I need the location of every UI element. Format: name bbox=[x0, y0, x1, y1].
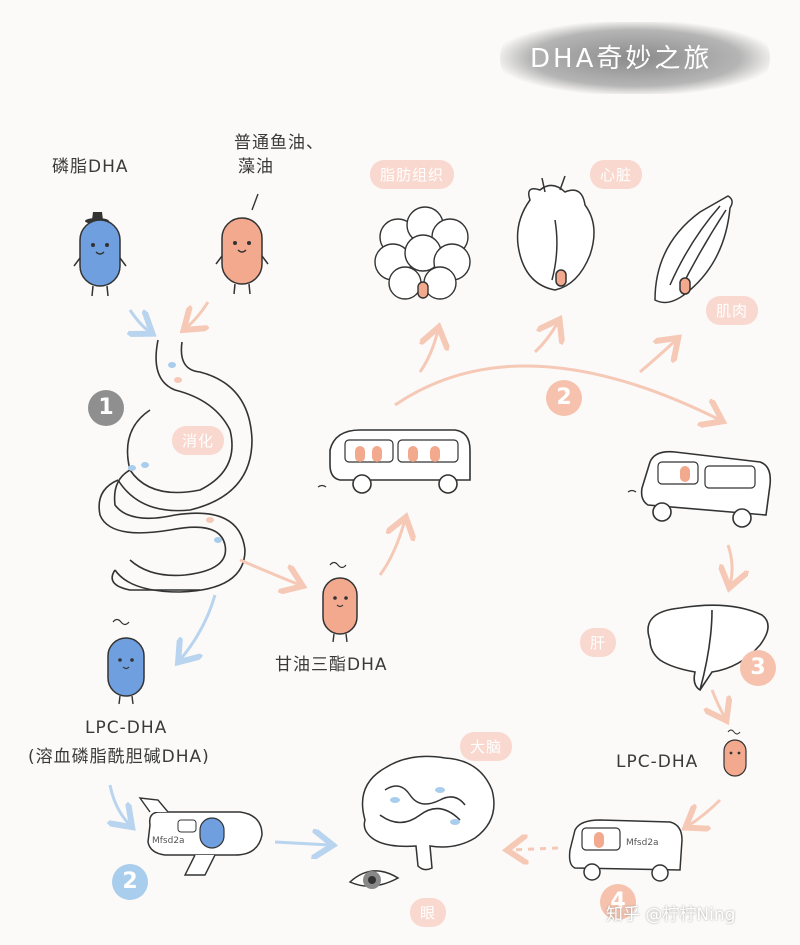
arrow-to-brain bbox=[510, 848, 559, 850]
lpc-dha-blue-character bbox=[107, 618, 145, 705]
pill-liver: 肝 bbox=[580, 628, 617, 657]
transport-bus-mfsd2a bbox=[568, 819, 683, 882]
arrow-to-plane bbox=[110, 784, 130, 825]
step-2-bottom-marker: 2 bbox=[112, 864, 148, 900]
pill-heart: 心脏 bbox=[590, 160, 643, 189]
label-phospholipid-dha: 磷脂DHA bbox=[52, 157, 129, 177]
arrow-to-lpc bbox=[180, 594, 217, 660]
step-2-top-marker: 2 bbox=[546, 380, 582, 416]
step-3-marker: 3 bbox=[740, 650, 776, 686]
adipose-tissue-icon bbox=[374, 206, 471, 300]
stomach-intestine bbox=[98, 339, 253, 593]
label-plane-mfsd2a: Mfsd2a bbox=[152, 836, 185, 846]
arrow-to-bus bbox=[378, 520, 405, 576]
pill-eye: 眼 bbox=[410, 898, 447, 927]
pill-digestion: 消化 bbox=[172, 426, 225, 455]
arrow-to-liver bbox=[728, 544, 732, 585]
step-4-marker: 4 bbox=[600, 884, 636, 920]
muscle-icon bbox=[654, 195, 733, 304]
fish-oil-dha-character bbox=[215, 193, 269, 295]
airplane-mfsd2a bbox=[138, 797, 263, 876]
arrow-orange-1 bbox=[186, 301, 208, 328]
watermark: 知乎 @柠柠Ning bbox=[606, 905, 736, 925]
heart-icon bbox=[516, 175, 595, 291]
diagram-title: DHA奇妙之旅 bbox=[530, 44, 713, 74]
label-lpc-dha-full: (溶血磷脂酰胆碱DHA) bbox=[28, 747, 210, 767]
label-lpc-dha: LPC-DHA bbox=[85, 718, 168, 738]
pill-muscle: 肌肉 bbox=[706, 296, 759, 325]
lpc-dha-right-character bbox=[723, 729, 747, 777]
brain-icon bbox=[361, 755, 495, 871]
label-bus-mfsd2a: Mfsd2a bbox=[626, 838, 659, 848]
label-triglyceride-dha: 甘油三酯DHA bbox=[275, 655, 388, 675]
arrow-to-triglyceride bbox=[239, 558, 300, 585]
transport-bus-left bbox=[317, 429, 471, 494]
pill-brain: 大脑 bbox=[460, 732, 513, 761]
label-lpc-dha-right: LPC-DHA bbox=[616, 752, 699, 772]
label-fish-oil-line1: 普通鱼油、 bbox=[234, 133, 324, 153]
arrow-to-right-bus-small bbox=[688, 798, 722, 826]
transport-bus-right bbox=[627, 450, 772, 528]
arrow-blue-1 bbox=[130, 309, 150, 332]
pill-adipose: 脂肪组织 bbox=[370, 160, 455, 189]
title-backdrop bbox=[500, 22, 770, 94]
arrow-plane-to-brain bbox=[274, 842, 330, 845]
label-fish-oil-line2: 藻油 bbox=[238, 157, 274, 177]
phospholipid-dha-character bbox=[73, 212, 127, 297]
eye-icon bbox=[348, 870, 400, 889]
organ-distribution-arrows bbox=[394, 322, 720, 420]
step-1-marker: 1 bbox=[88, 390, 124, 426]
arrow-to-lpc-right bbox=[712, 689, 725, 718]
triglyceride-dha-character bbox=[322, 561, 358, 643]
